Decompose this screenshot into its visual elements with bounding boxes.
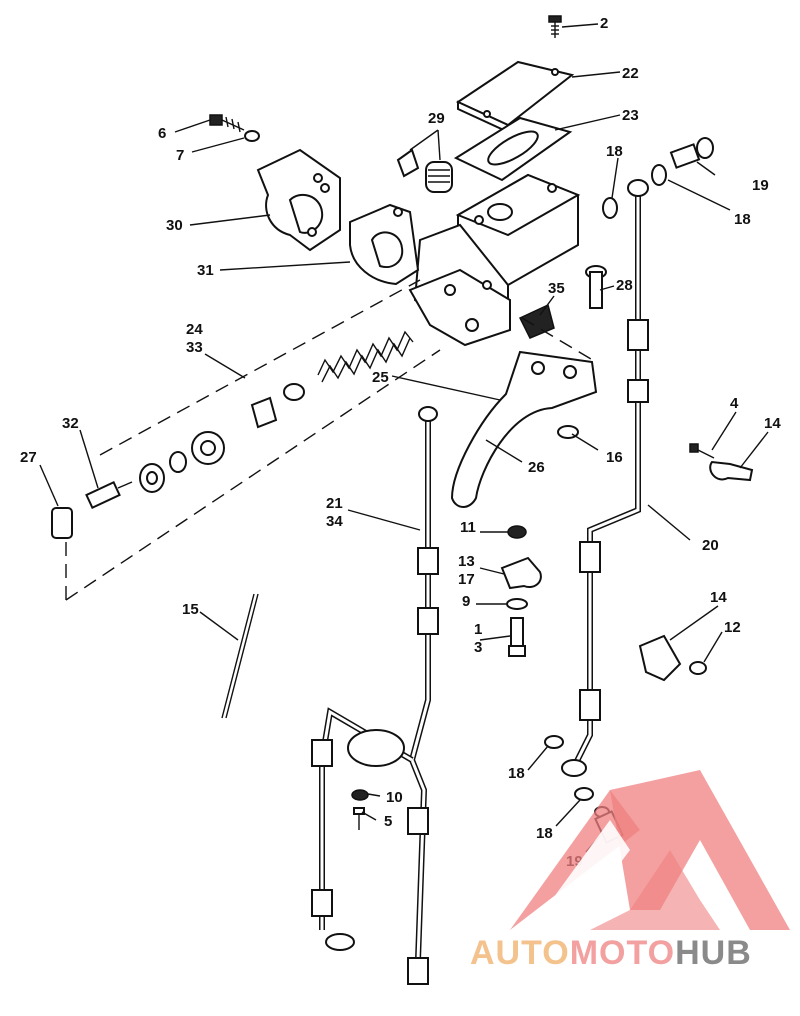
reservoir-cover-part-22: [455, 60, 575, 134]
callout-23: 23: [622, 107, 639, 124]
callout-28: 28: [616, 277, 633, 294]
callout-18-a: 18: [606, 143, 623, 160]
washer-part-18-upper-right: [651, 164, 667, 186]
banjo-bolt-part-19-upper: [669, 137, 714, 169]
spring-part-24: [317, 330, 414, 383]
screw-part-4: [689, 443, 715, 459]
callout-15: 15: [182, 601, 199, 618]
boot-part-35: [518, 303, 555, 339]
callout-19-a: 19: [752, 177, 769, 194]
brand-hub: HUB: [675, 934, 752, 972]
callout-16: 16: [606, 449, 623, 466]
callout-22: 22: [622, 65, 639, 82]
callout-24: 24: [186, 321, 203, 338]
callout-6: 6: [158, 125, 166, 142]
nut-part-12: [689, 661, 707, 675]
callout-9: 9: [462, 593, 470, 610]
callout-10: 10: [386, 789, 403, 806]
piston-part-33: [250, 383, 305, 429]
callout-25: 25: [372, 369, 389, 386]
screw-part-2: [548, 15, 562, 38]
cable-tie-part-15: [221, 593, 259, 719]
screw-part-5: [353, 807, 365, 830]
callout-18-d: 18: [536, 825, 553, 842]
callout-33: 33: [186, 339, 203, 356]
callout-27: 27: [20, 449, 37, 466]
leader-lines: [39, 23, 769, 853]
boot-part-29: [396, 148, 453, 193]
callout-2: 2: [600, 15, 608, 32]
callout-32: 32: [62, 415, 79, 432]
callout-30: 30: [166, 217, 183, 234]
callout-14-a: 14: [764, 415, 781, 432]
bolt-part-1: [508, 617, 526, 657]
callout-3: 3: [474, 639, 482, 656]
callout-7: 7: [176, 147, 184, 164]
callout-4: 4: [730, 395, 739, 412]
callout-1: 1: [474, 621, 482, 638]
pushrod-part-32: [85, 480, 133, 510]
callout-26: 26: [528, 459, 545, 476]
clamp-part-13: [500, 556, 542, 590]
callout-17: 17: [458, 571, 475, 588]
callout-5: 5: [384, 813, 392, 830]
automotohub-wordmark: AUTOMOTOHUB: [470, 934, 752, 973]
washer-part-18-lower-b: [574, 787, 594, 801]
clamp-part-14-lower: [638, 634, 682, 682]
cover-gasket-part-23: [453, 116, 573, 182]
brake-line-part-21: [311, 406, 439, 985]
callout-21: 21: [326, 495, 343, 512]
clamp-part-14-upper: [709, 460, 754, 482]
washer-part-9: [506, 598, 528, 610]
clamp-part-31: [349, 203, 420, 286]
callout-18-b: 18: [734, 211, 751, 228]
automotohub-logo-mark: [510, 770, 790, 930]
callout-14-b: 14: [710, 589, 727, 606]
screw-part-6: [209, 114, 245, 133]
callout-20: 20: [702, 537, 719, 554]
washer-part-18-upper-left: [602, 197, 618, 219]
callout-31: 31: [197, 262, 214, 279]
callout-labels: 2 22 23 29 6 7 18 19 18 30 31 28 35 24 3…: [20, 15, 781, 870]
washer-part-7: [244, 130, 260, 142]
cap-part-27: [51, 507, 73, 539]
washer-part-18-lower-a: [544, 735, 564, 749]
master-cylinder-body: [408, 173, 581, 347]
clamp-part-30: [256, 148, 341, 252]
brake-line-part-20: [561, 179, 649, 777]
callout-35: 35: [548, 280, 565, 297]
callout-18-c: 18: [508, 765, 525, 782]
callout-29: 29: [428, 110, 445, 127]
callout-11: 11: [460, 519, 476, 536]
lever-part-26: [450, 350, 598, 508]
brand-moto: MOTO: [569, 934, 676, 972]
seal-parts: [139, 431, 225, 493]
callout-34: 34: [326, 513, 343, 530]
alignment-dashed-lines: [65, 279, 597, 601]
brand-auto: AUTO: [470, 934, 570, 972]
nut-part-11: [507, 525, 527, 539]
washer-part-10: [351, 789, 369, 801]
callout-12: 12: [724, 619, 741, 636]
pivot-pin-part-28: [585, 265, 607, 309]
callout-13: 13: [458, 553, 475, 570]
